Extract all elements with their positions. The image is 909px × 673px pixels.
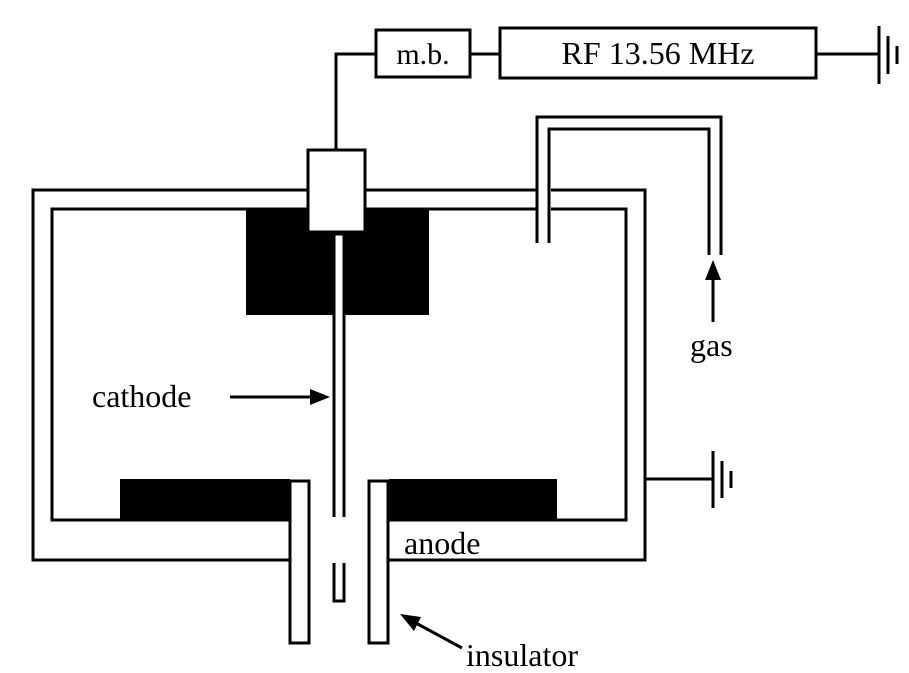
matching-box-label: m.b. bbox=[396, 38, 449, 71]
rf-source-label: RF 13.56 MHz bbox=[562, 35, 755, 71]
rf-ground-icon bbox=[877, 26, 899, 84]
chamber-ground-icon bbox=[711, 451, 733, 508]
anode-block-right bbox=[389, 479, 557, 520]
feedthrough bbox=[306, 148, 367, 234]
anode-label: anode bbox=[404, 525, 480, 561]
gas-tube-inner bbox=[547, 127, 711, 255]
gas-label: gas bbox=[690, 327, 733, 363]
anode-block-left bbox=[120, 479, 290, 520]
cathode-arrowhead bbox=[310, 389, 330, 405]
rf-feed-wire bbox=[334, 52, 376, 150]
gas-tube-outer bbox=[535, 115, 723, 255]
insulator-label: insulator bbox=[466, 637, 578, 673]
chamber-wall bbox=[31, 188, 647, 562]
gas-arrowhead bbox=[705, 260, 721, 280]
cathode-rod bbox=[332, 232, 346, 603]
cathode-label: cathode bbox=[92, 378, 192, 414]
insulator-left bbox=[288, 479, 311, 645]
insulator-arrow-shaft bbox=[413, 620, 463, 650]
matching-box bbox=[374, 28, 472, 79]
insulator-right bbox=[367, 479, 390, 645]
insulator-arrowhead bbox=[400, 614, 421, 631]
